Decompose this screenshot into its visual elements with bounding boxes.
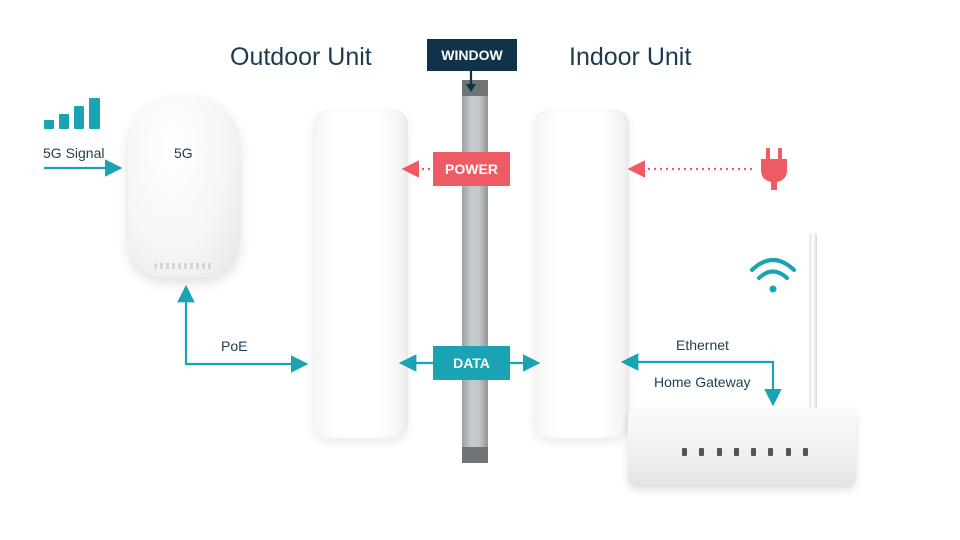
router-port — [785, 448, 791, 456]
ethernet-arrow — [620, 353, 782, 407]
indoor-unit-heading: Indoor Unit — [569, 43, 692, 71]
indoor-window-panel — [534, 110, 629, 438]
poe-arrow — [177, 284, 309, 373]
outdoor-window-panel — [313, 110, 408, 438]
window-arrowhead — [466, 84, 476, 92]
router-ports — [682, 448, 808, 458]
window-tag: WINDOW — [427, 39, 517, 71]
antenna-icon — [809, 232, 817, 412]
router-port — [682, 448, 687, 456]
power-plug-icon — [761, 148, 787, 190]
wifi-icon — [750, 258, 796, 293]
poe-label: PoE — [221, 338, 248, 354]
odu-vent — [154, 263, 214, 269]
odu-5g-badge: 5G — [174, 145, 193, 161]
router-port — [802, 448, 808, 456]
home-gateway-router — [628, 408, 856, 486]
router-port — [699, 448, 705, 456]
window-glass — [462, 80, 488, 463]
router-port — [751, 448, 757, 456]
router-port — [733, 448, 739, 456]
router-port — [768, 448, 774, 456]
power-tag: POWER — [433, 152, 510, 186]
home-gateway-label: Home Gateway — [654, 374, 751, 390]
signal-label: 5G Signal — [43, 145, 105, 161]
outdoor-unit-heading: Outdoor Unit — [230, 43, 372, 71]
data-tag: DATA — [433, 346, 510, 380]
5g-outdoor-device — [128, 95, 240, 277]
ethernet-label: Ethernet — [676, 337, 729, 353]
window-cap-bottom — [462, 447, 488, 463]
signal-bars-icon — [44, 98, 100, 129]
router-port — [716, 448, 722, 456]
